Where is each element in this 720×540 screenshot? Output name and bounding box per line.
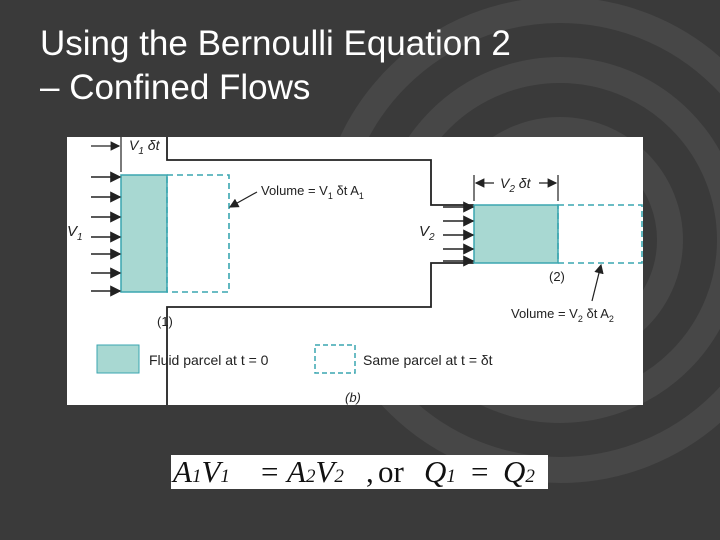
eq-q2: Q2 — [503, 454, 535, 489]
dimension-v1-dt — [91, 137, 122, 172]
legend-same-swatch — [314, 344, 356, 374]
label-volume2: Volume = V2 δt A2 — [511, 306, 614, 324]
label-v1: V1 — [67, 223, 83, 243]
label-v2: V2 — [419, 223, 435, 243]
fluid-parcel-1 — [120, 174, 168, 293]
label-v2-dt: V2 δt — [500, 175, 532, 195]
eq-a1: A1V1 — [173, 454, 230, 489]
eq-comma: , — [366, 454, 374, 489]
inflow-arrows-2 — [443, 201, 475, 267]
fluid-parcel-2 — [473, 204, 559, 264]
eq-or: or — [378, 454, 404, 489]
legend-fluid-label: Fluid parcel at t = 0 — [149, 352, 269, 368]
slide-title-line2: – Confined Flows — [40, 68, 311, 107]
volume1-pointer — [228, 191, 258, 208]
section-label-2: (2) — [549, 269, 565, 284]
label-v1-dt: V1 δt — [129, 137, 161, 157]
eq-equals-2: = — [471, 454, 489, 489]
volume2-pointer — [591, 263, 604, 302]
pipe-wall-bottom — [166, 262, 474, 405]
legend-fluid-swatch — [96, 344, 140, 374]
label-volume1: Volume = V1 δt A1 — [261, 183, 364, 201]
flow-diagram: V1 δt V2 δt V1 V2 Volume = V1 δt A1 Volu… — [67, 137, 643, 405]
section-label-1: (1) — [157, 314, 173, 329]
eq-equals-1: = — [261, 454, 279, 489]
dimension-v2-dt — [473, 175, 559, 201]
legend-same-label: Same parcel at t = δt — [363, 352, 493, 368]
flow-figure: V1 δt V2 δt V1 V2 Volume = V1 δt A1 Volu… — [67, 137, 643, 405]
eq-q1: Q1 — [424, 454, 456, 489]
pipe-wall-top — [166, 137, 474, 206]
eq-a2: A2V2 — [287, 454, 344, 489]
continuity-equation: A1V1 = A2V2 , or Q1 = Q2 — [171, 455, 548, 489]
inflow-arrows-1 — [91, 171, 122, 297]
same-parcel-1 — [166, 174, 230, 293]
same-parcel-2 — [557, 204, 643, 264]
slide-title-line1: Using the Bernoulli Equation 2 — [40, 24, 511, 63]
figure-caption: (b) — [345, 390, 361, 405]
slide-title: Using the Bernoulli Equation 2 – Confine… — [40, 22, 640, 110]
